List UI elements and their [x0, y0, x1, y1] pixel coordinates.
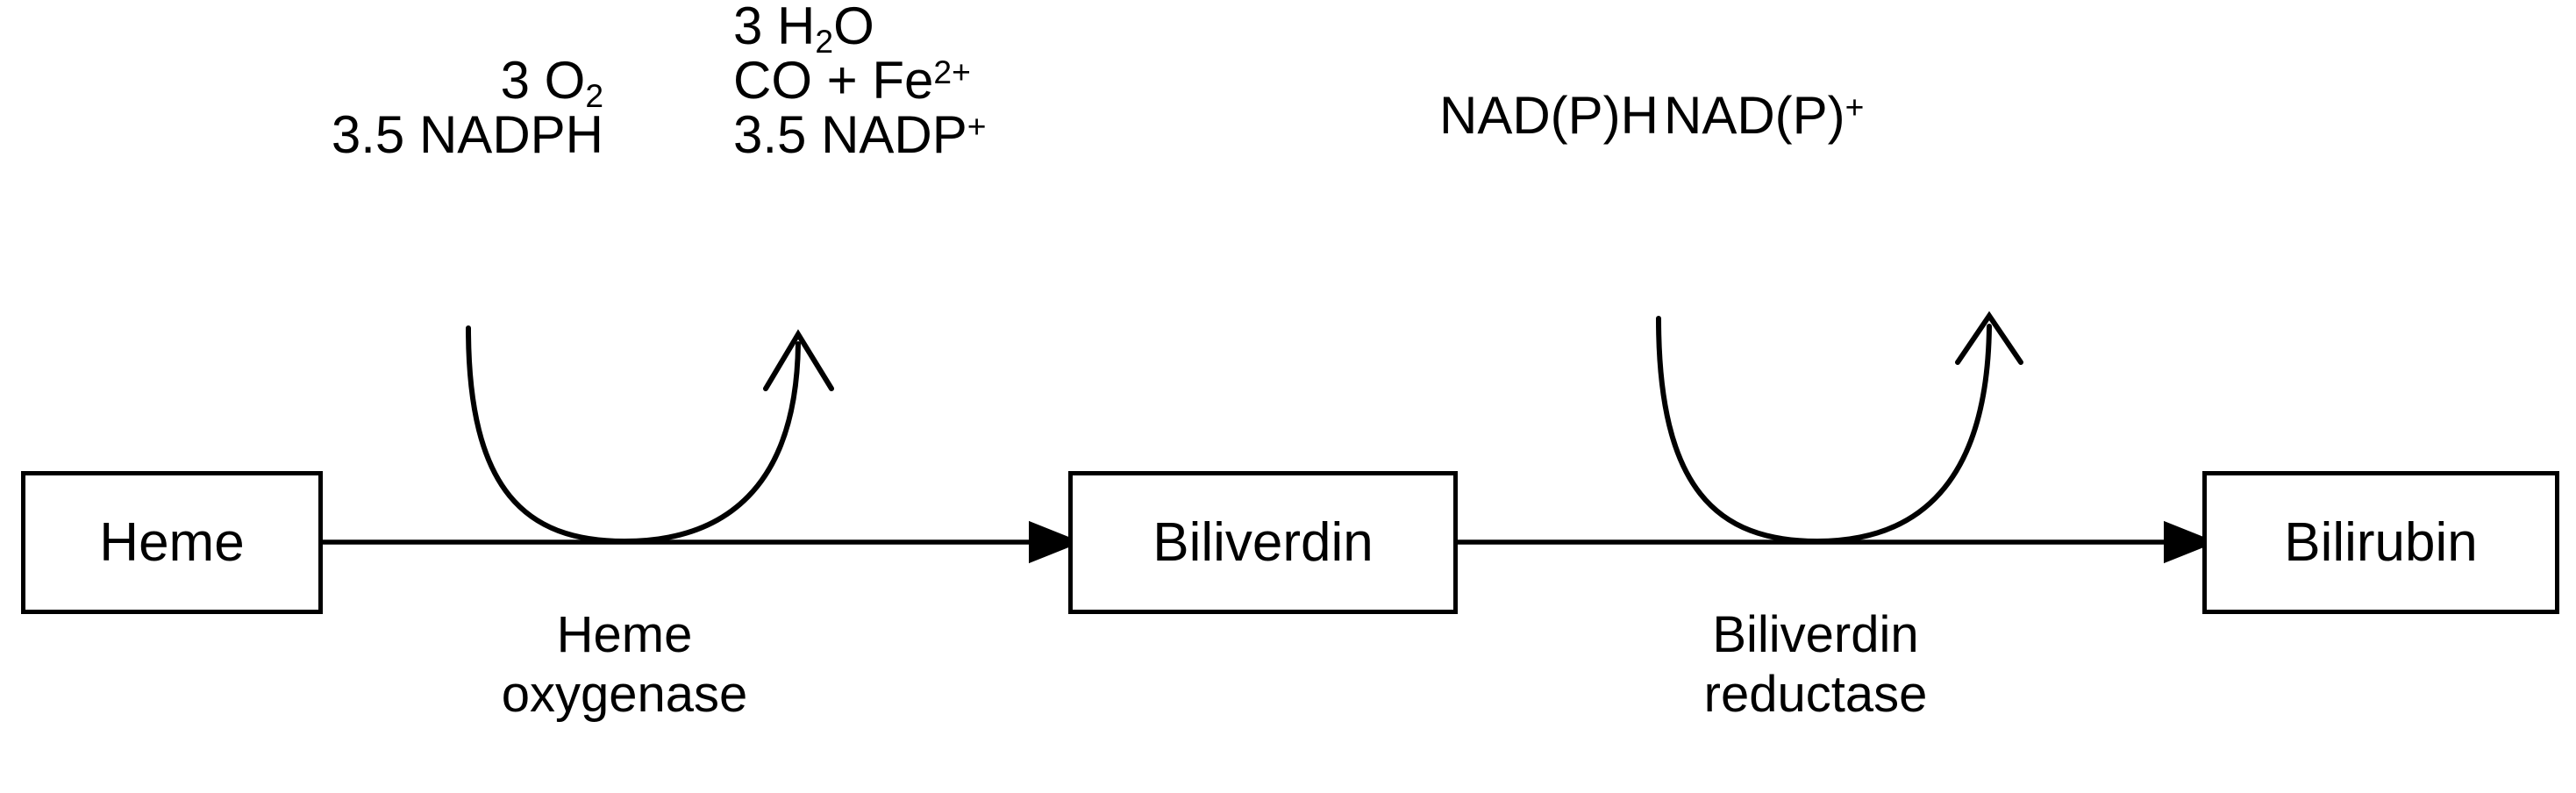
substrate-nadph: 3.5 NADPH	[35, 107, 603, 163]
substrate-o2: 3 O2	[35, 51, 603, 113]
product-co-iron-base: CO + Fe	[733, 51, 934, 110]
product-nadp-right: NAD(P)+	[1664, 88, 1864, 144]
substrate-o2-formula: O	[544, 51, 586, 110]
node-heme[interactable]: Heme	[21, 471, 323, 614]
substrate-nadph-right-text: NAD(P)H	[1439, 86, 1659, 145]
product-water-count: 3	[733, 0, 763, 55]
enzyme-biliverdin-reductase: Biliverdin reductase	[1614, 605, 2017, 725]
product-nadp: 3.5 NADP+	[733, 107, 987, 163]
node-heme-label: Heme	[99, 511, 245, 573]
enzyme-heme-oxygenase: Heme oxygenase	[423, 605, 826, 725]
node-biliverdin[interactable]: Biliverdin	[1068, 471, 1458, 614]
enzyme-heme-oxygenase-line1: Heme	[556, 606, 693, 663]
node-bilirubin-label: Bilirubin	[2284, 511, 2478, 573]
product-water-subscript: 2	[815, 22, 834, 60]
curved-arrow-biliverdin-reductase	[1656, 316, 1992, 545]
enzyme-biliverdin-reductase-line2: reductase	[1703, 666, 1928, 724]
product-water-o: O	[833, 0, 874, 55]
product-co-iron: CO + Fe2+	[733, 53, 971, 109]
substrate-nadph-right: NAD(P)H	[1439, 88, 1659, 144]
product-water: 3 H2O	[733, 0, 874, 58]
node-biliverdin-label: Biliverdin	[1152, 511, 1374, 573]
substrate-o2-subscript: 2	[585, 76, 603, 114]
substrate-nadph-text: 3.5 NADPH	[331, 105, 603, 164]
node-bilirubin[interactable]: Bilirubin	[2202, 471, 2559, 614]
product-water-h: H	[777, 0, 816, 55]
curved-arrowhead-1	[763, 329, 834, 391]
curved-arrow-heme-oxygenase	[466, 325, 801, 545]
product-nadp-right-charge: +	[1845, 88, 1865, 125]
curved-arrowhead-2	[1955, 311, 2023, 365]
product-nadp-base: 3.5 NADP	[733, 105, 967, 164]
product-co-iron-charge: 2+	[933, 53, 971, 90]
product-nadp-charge: +	[967, 107, 987, 145]
product-nadp-right-base: NAD(P)	[1664, 86, 1845, 145]
enzyme-biliverdin-reductase-line1: Biliverdin	[1712, 606, 1919, 663]
enzyme-heme-oxygenase-line2: oxygenase	[501, 666, 748, 724]
substrate-o2-count: 3	[500, 51, 530, 110]
